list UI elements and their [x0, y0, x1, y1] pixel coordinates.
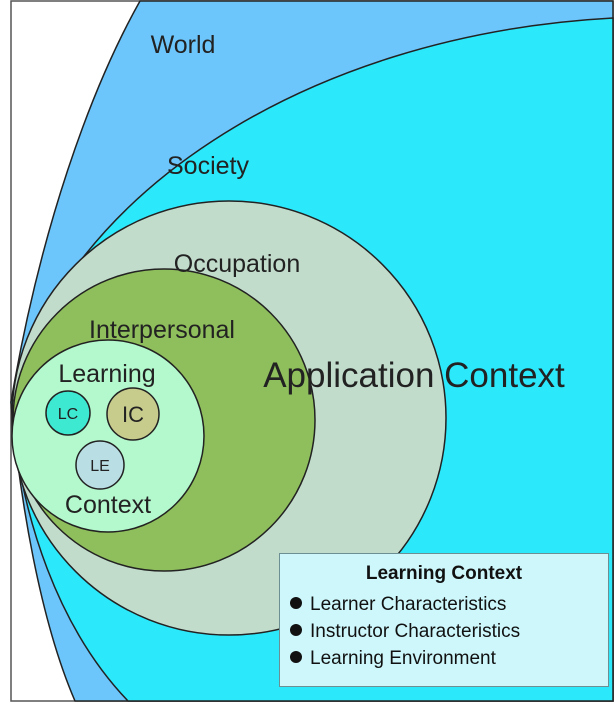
legend-item: Learning Environment [290, 645, 608, 672]
occupation-label: Occupation [174, 250, 300, 278]
bullet-icon [290, 651, 302, 663]
world-label: World [151, 31, 216, 59]
legend-item-label: Learning Environment [310, 648, 496, 669]
ic-label: IC [122, 402, 144, 427]
legend-item-label: Instructor Characteristics [310, 621, 521, 642]
lc-label: LC [58, 406, 78, 423]
legend-item: Learner Characteristics [290, 591, 608, 618]
legend-item-label: Learner Characteristics [310, 594, 507, 615]
legend-list: Learner Characteristics Instructor Chara… [280, 591, 608, 672]
le-circle [75, 440, 125, 490]
le-label: LE [90, 458, 110, 475]
learning-context-legend: Learning Context Learner Characteristics… [279, 553, 609, 687]
learning-label: Learning [58, 360, 155, 388]
application-context-label: Application Context [263, 356, 565, 395]
context-label: Context [65, 491, 151, 519]
society-label: Society [167, 152, 249, 180]
interpersonal-label: Interpersonal [89, 316, 235, 344]
ic-circle [106, 387, 160, 441]
legend-title: Learning Context [365, 563, 523, 584]
bullet-icon [290, 597, 302, 609]
legend-item: Instructor Characteristics [290, 618, 608, 645]
learning-circle [11, 339, 205, 533]
lc-circle [45, 390, 91, 436]
bullet-icon [290, 624, 302, 636]
